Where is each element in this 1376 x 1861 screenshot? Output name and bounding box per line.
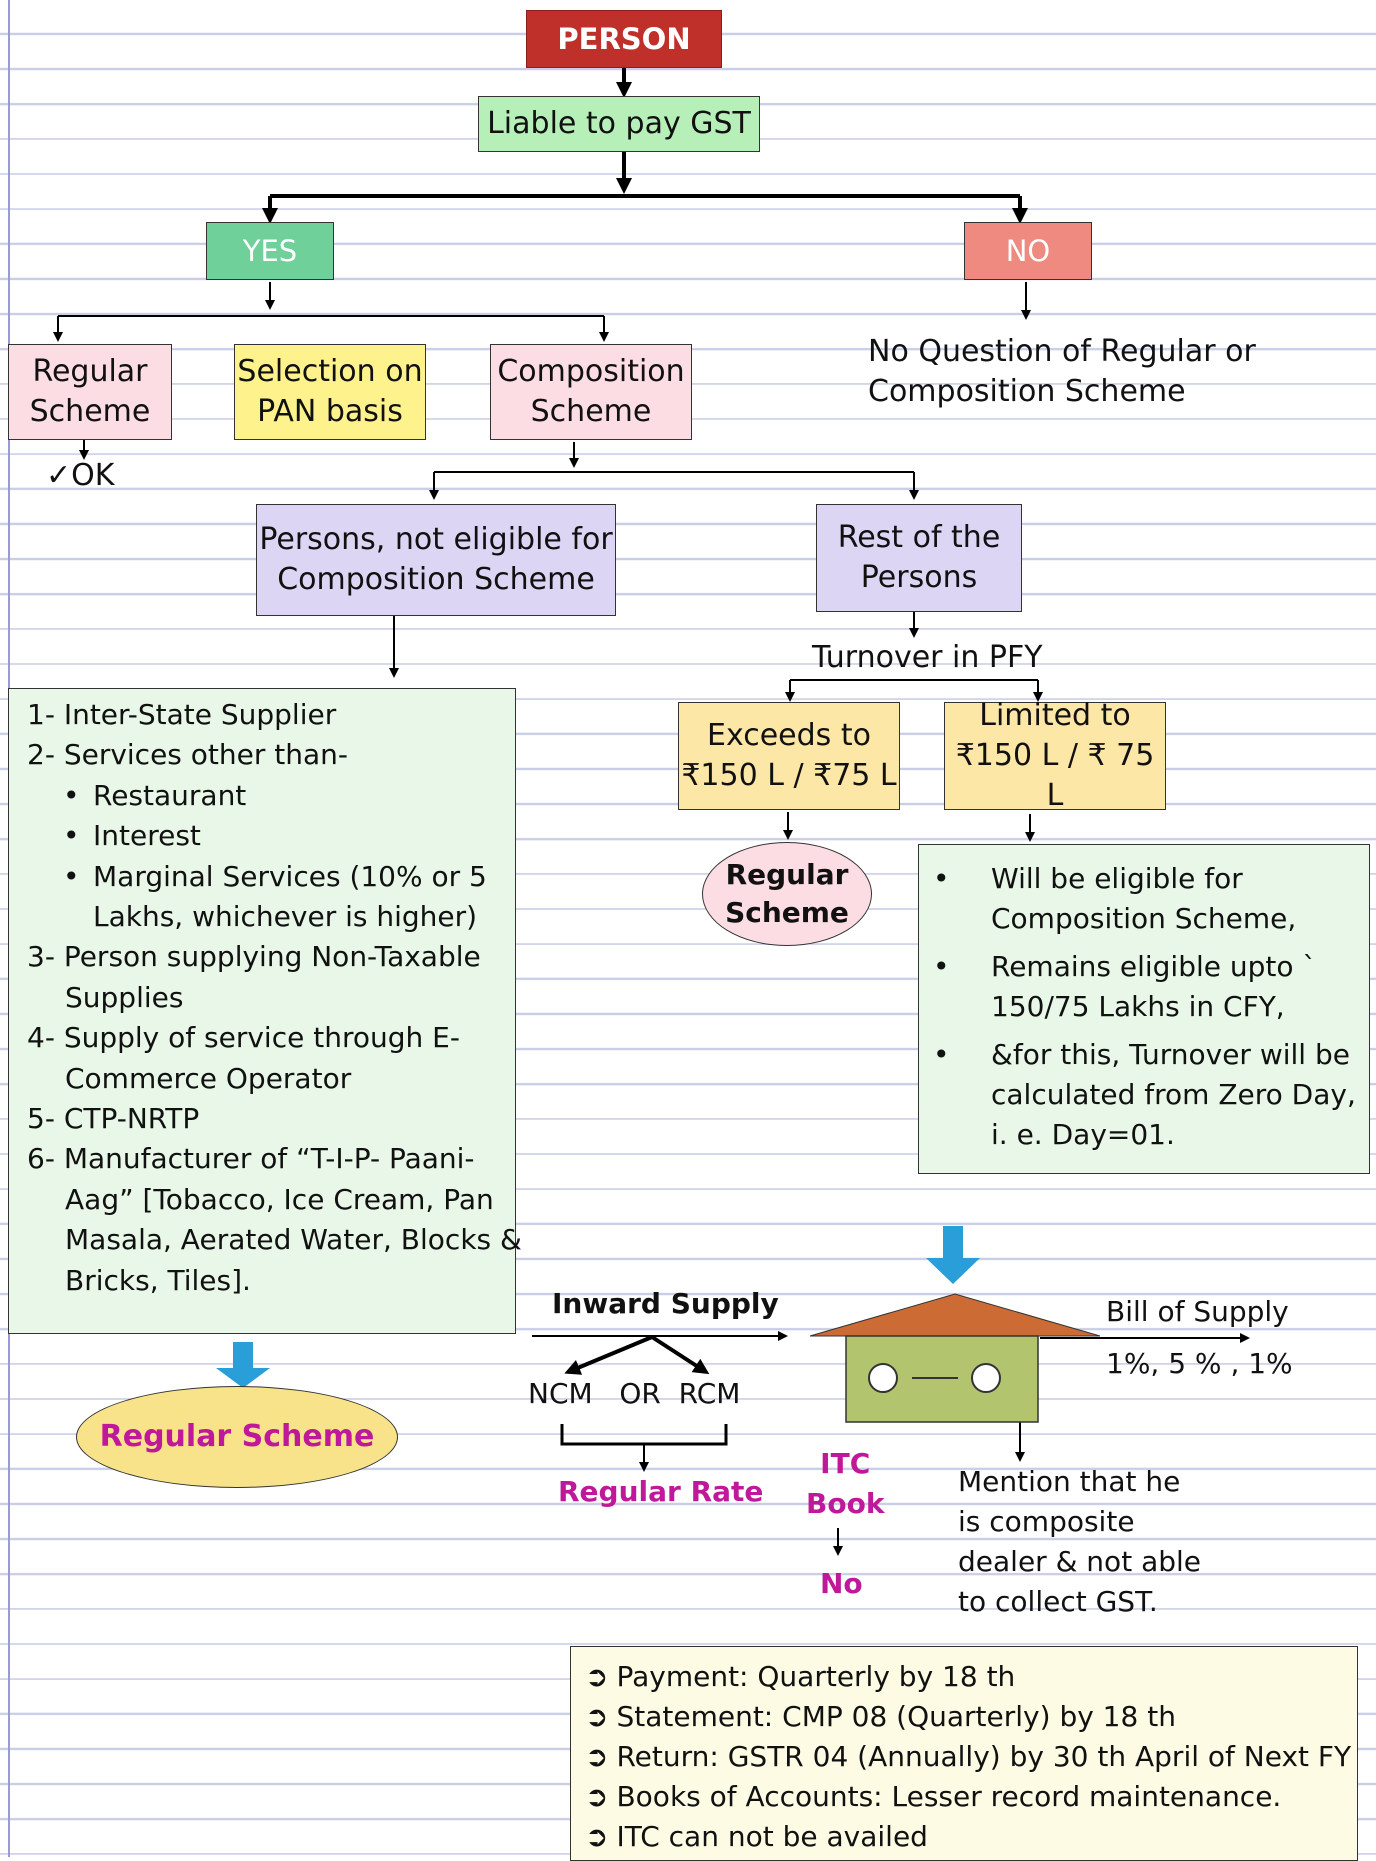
selection-pan-node: Selection on PAN basis	[234, 344, 426, 440]
not-eligible-node: Persons, not eligible for Composition Sc…	[256, 504, 616, 616]
arrow-bullet-icon	[585, 1740, 616, 1773]
regular-scheme-ellipse: Regular Scheme	[76, 1386, 398, 1488]
list-item: Return: GSTR 04 (Annually) by 30 th Apri…	[585, 1737, 1357, 1777]
ineligible-list-box: 1- Inter-State Supplier 2- Services othe…	[8, 688, 522, 1334]
exceeds-node: Exceeds to ₹150 L / ₹75 L	[678, 702, 900, 810]
list-item: Payment: Quarterly by 18 th	[585, 1657, 1357, 1697]
list-item: Will be eligible for Composition Scheme,	[933, 859, 1331, 939]
list-item: Books of Accounts: Lesser record mainten…	[585, 1777, 1357, 1817]
list-item: ITC can not be availed	[585, 1817, 1357, 1857]
list-item: Statement: CMP 08 (Quarterly) by 18 th	[585, 1697, 1357, 1737]
turnover-pfy-label: Turnover in PFY	[812, 640, 1043, 675]
no-question-text: No Question of Regular or Composition Sc…	[868, 334, 1256, 409]
yes-node: YES	[206, 222, 334, 280]
mention-text: Mention that he is composite dealer & no…	[958, 1465, 1202, 1618]
house-icon	[809, 1293, 1101, 1423]
liable-node: Liable to pay GST	[478, 96, 760, 152]
arrow-bullet-icon	[585, 1660, 616, 1693]
summary-box: Payment: Quarterly by 18 th Statement: C…	[570, 1646, 1358, 1861]
ok-mark: ✓OK	[46, 458, 115, 493]
list-item: Marginal Services (10% or 5 Lakhs, which…	[63, 857, 493, 938]
ncm-rcm-label: NCM OR RCM	[528, 1377, 741, 1410]
list-item: Remains eligible upto ` 150/75 Lakhs in …	[933, 947, 1361, 1027]
blue-down-arrow-icon	[926, 1226, 980, 1284]
list-item: 4- Supply of service through E-Commerce …	[27, 1021, 460, 1095]
person-label: PERSON	[557, 22, 691, 56]
composition-scheme-node: Composition Scheme	[490, 344, 692, 440]
arrow-bullet-icon	[585, 1700, 616, 1733]
check-icon: ✓	[46, 458, 72, 493]
no-label: NO	[1005, 234, 1051, 268]
person-node: PERSON	[526, 10, 722, 68]
regular-scheme-node: Regular Scheme	[8, 344, 172, 440]
list-item: Interest	[63, 816, 515, 857]
bill-of-supply-label: Bill of Supply	[1106, 1295, 1289, 1328]
arrow-bullet-icon	[585, 1820, 616, 1853]
list-item: 1- Inter-State Supplier	[27, 698, 337, 731]
itc-no-label: No	[820, 1567, 863, 1600]
yes-label: YES	[242, 234, 298, 268]
list-item: 3- Person supplying Non-Taxable Supplies	[27, 940, 481, 1014]
eligible-list-box: Will be eligible for Composition Scheme,…	[918, 844, 1370, 1174]
regular-scheme-oval: Regular Scheme	[702, 842, 872, 946]
limited-node: Limited to ₹150 L / ₹ 75 L	[944, 698, 1166, 813]
arrow-bullet-icon	[585, 1780, 616, 1813]
list-item: 6- Manufacturer of “T-I-P- Paani-Aag” [T…	[27, 1142, 522, 1297]
no-node: NO	[964, 222, 1092, 280]
inward-supply-label: Inward Supply	[552, 1287, 779, 1320]
list-item: 2- Services other than-	[27, 738, 349, 772]
regular-rate-label: Regular Rate	[558, 1475, 764, 1508]
list-item: 5- CTP-NRTP	[27, 1102, 200, 1136]
list-item: &for this, Turnover will be calculated f…	[933, 1035, 1371, 1155]
rest-persons-node: Rest of the Persons	[816, 504, 1022, 612]
blue-down-arrow-icon	[216, 1342, 270, 1388]
itc-book-label: ITC Book	[806, 1447, 885, 1520]
rates-label: 1%, 5 % , 1%	[1106, 1347, 1293, 1380]
list-item: Restaurant	[63, 776, 515, 817]
liable-label: Liable to pay GST	[487, 106, 751, 141]
